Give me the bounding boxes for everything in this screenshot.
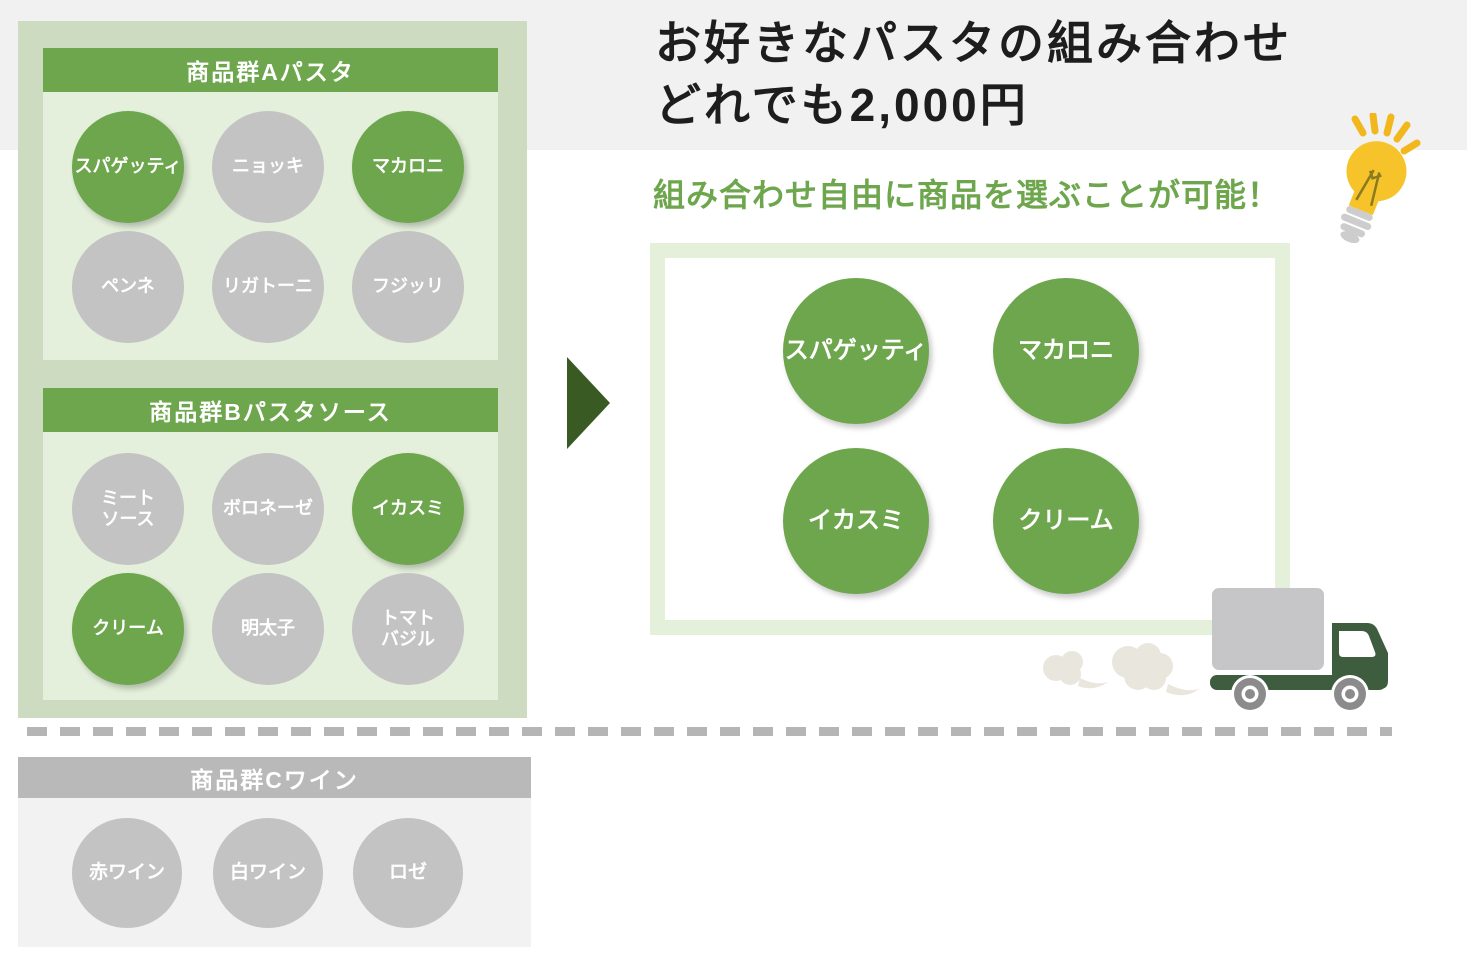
page-title-line1: お好きなパスタの組み合わせ — [655, 17, 1292, 69]
product-circle-rigatoni: リガトーニ — [212, 231, 324, 343]
product-circle-gnocchi: ニョッキ — [212, 111, 324, 223]
product-circle-fusilli: フジッリ — [352, 231, 464, 343]
group-a-header: 商品群Aパスタ — [43, 48, 498, 92]
product-circle-squid-ink: イカスミ — [352, 453, 464, 565]
product-circle-white-wine: 白ワイン — [213, 818, 323, 928]
page-title: お好きなパスタの組み合わせ どれでも2,000円 — [655, 12, 1292, 136]
selection-box — [650, 243, 1290, 635]
dashed-separator — [27, 727, 1392, 736]
product-circle-mentaiko: 明太子 — [212, 573, 324, 685]
product-circle-macaroni: マカロニ — [352, 111, 464, 223]
exhaust-smoke-icon — [1043, 643, 1200, 696]
product-circle-bolognese: ボロネーゼ — [212, 453, 324, 565]
page-title-line2: どれでも2,000円 — [655, 79, 1029, 131]
product-circle-penne: ペンネ — [72, 231, 184, 343]
truck-front-wheel — [1331, 675, 1369, 713]
selected-circle-squid-ink: イカスミ — [783, 448, 929, 594]
product-circle-rose: ロゼ — [353, 818, 463, 928]
lightbulb-icon — [1340, 113, 1421, 244]
group-b-header: 商品群Bパスタソース — [43, 388, 498, 432]
selected-circle-spaghetti: スパゲッティ — [783, 278, 929, 424]
selected-circle-cream: クリーム — [993, 448, 1139, 594]
product-circle-cream: クリーム — [72, 573, 184, 685]
product-circle-tomato-basil: トマト バジル — [352, 573, 464, 685]
group-c-header: 商品群Cワイン — [18, 757, 531, 798]
truck-rear-wheel — [1231, 675, 1269, 713]
product-circle-meat-sauce: ミート ソース — [72, 453, 184, 565]
product-circle-spaghetti: スパゲッティ — [72, 111, 184, 223]
page-subtitle: 組み合わせ自由に商品を選ぶことが可能！ — [653, 177, 1281, 213]
product-circle-red-wine: 赤ワイン — [72, 818, 182, 928]
delivery-truck-icon — [1210, 588, 1388, 713]
arrow-right-icon — [567, 357, 610, 449]
selected-circle-macaroni: マカロニ — [993, 278, 1139, 424]
